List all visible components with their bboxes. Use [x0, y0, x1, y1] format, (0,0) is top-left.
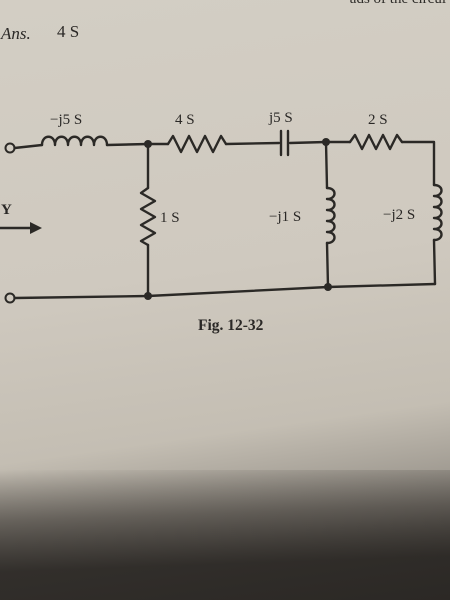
bottom-wire [13, 282, 437, 300]
series-inductor [40, 135, 109, 147]
junction-dot-d [324, 283, 332, 291]
bottom-input-terminal [4, 292, 16, 304]
label-series-capacitor: j5 S [268, 110, 293, 126]
label-middle-inductor: −j1 S [269, 209, 301, 225]
right-inductor [432, 183, 443, 242]
junction-dot-b [322, 138, 330, 146]
label-right-inductor: −j2 S [383, 207, 415, 223]
top-wire-right-corner [400, 140, 436, 187]
label-input-admittance: Y [1, 202, 12, 218]
middle-wire-bottom [325, 241, 330, 289]
answer-value: 4 S [57, 22, 80, 41]
label-shunt-resistor: 1 S [160, 210, 180, 226]
right-wire-bottom [432, 238, 437, 286]
middle-wire-top [324, 140, 329, 190]
page-shadow [0, 470, 450, 600]
figure-caption: Fig. 12-32 [198, 317, 264, 334]
top-wire-to-capacitor [224, 141, 281, 146]
middle-inductor [325, 186, 336, 245]
top-wire-to-node-a [105, 142, 150, 147]
top-wire-to-node-b [288, 140, 328, 145]
truncated-header-text: ads of the circui [350, 0, 446, 8]
label-series-inductor: −j5 S [50, 112, 82, 128]
top-input-terminal [4, 142, 16, 154]
series-resistor [166, 134, 228, 154]
label-series-resistor: 4 S [175, 112, 195, 128]
junction-dot-c [144, 292, 152, 300]
right-resistor [348, 133, 404, 151]
junction-dot-a [144, 140, 152, 148]
label-right-resistor: 2 S [368, 112, 388, 128]
shunt-resistor [139, 186, 157, 247]
input-arrow-head [30, 222, 42, 234]
top-wire-left [13, 143, 44, 150]
answer-prefix: Ans. [1, 24, 31, 43]
